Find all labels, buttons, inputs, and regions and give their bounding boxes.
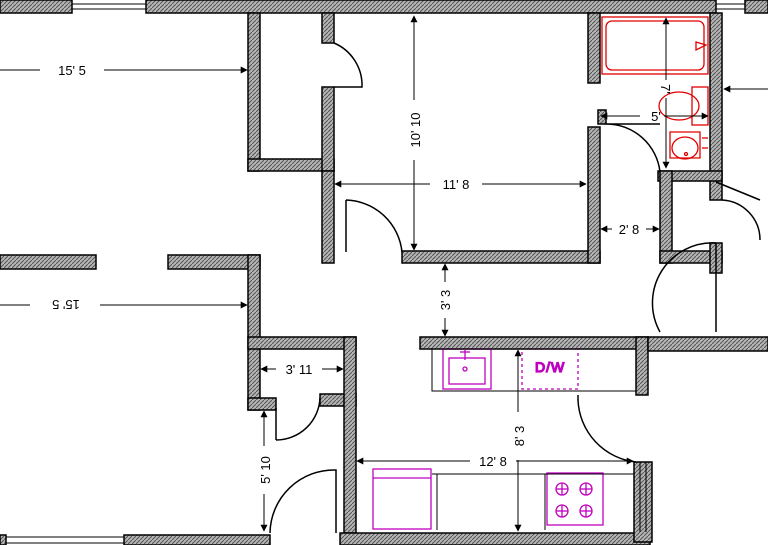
wall-top-right (744, 0, 768, 14)
wall-bottom-right (339, 532, 651, 545)
wall-right-ext (647, 336, 768, 352)
wall-bath-right (709, 12, 723, 201)
wall-mid-left-b (167, 254, 261, 270)
dimension-lines (0, 15, 768, 532)
door-bottom-left (269, 469, 337, 534)
refrigerator-icon (372, 468, 432, 530)
toilet-icon (658, 86, 709, 126)
kitchen-sink-icon (442, 348, 492, 390)
dimension-labels: 15' 5 15' 5 10' 10 11' 8 7' 5' 2' 8 3' 3… (52, 63, 673, 484)
range-icon (546, 472, 604, 526)
wall-hall-closet-left (659, 170, 673, 264)
dim-bedroom-width: 15' 5 (52, 297, 80, 312)
kitchen-fixtures: D/W (372, 348, 604, 530)
wall-top-mid (145, 0, 717, 14)
dim-bath-width: 5' (651, 109, 661, 124)
wall-closet-right-lower (321, 86, 335, 172)
wall-bedroom2-right-upper (587, 12, 601, 84)
wall-closet-right-upper (321, 12, 335, 44)
wall-closet-left (247, 12, 261, 172)
wall-bottom-left-b (123, 534, 271, 545)
door-lower-closet (275, 397, 321, 441)
door-kitchen-right (577, 395, 637, 463)
door-hall-closet (715, 181, 761, 241)
dim-kitchen-length: 12' 8 (479, 454, 507, 469)
bath-fixtures (601, 16, 709, 160)
dim-living-room-width: 15' 5 (58, 63, 86, 78)
wall-kitchen-top (419, 336, 649, 350)
dishwasher-label: D/W (535, 359, 565, 375)
dim-hall-gap: 3' 3 (438, 290, 453, 311)
door-closet-top (333, 42, 363, 88)
wall-hall-stub (597, 109, 607, 125)
dim-kitchen-depth: 8' 3 (512, 426, 527, 447)
dim-bedroom2-height: 10' 10 (408, 112, 423, 147)
wall-bedroom2-bottom (401, 250, 601, 264)
bottom-window (6, 462, 647, 544)
dim-bedroom2-width: 11' 8 (443, 177, 470, 192)
door-bedroom2 (345, 199, 403, 253)
dim-closet-width: 3' 11 (286, 362, 313, 377)
wall-lower-closet-stub-left (247, 397, 277, 411)
bathtub-icon (601, 16, 709, 75)
wall-top-left (0, 0, 73, 14)
counters (431, 348, 637, 530)
dim-closet-depth: 5' 10 (258, 456, 273, 484)
wall-mid-left-a (0, 254, 97, 270)
doors (269, 42, 761, 534)
wall-kitchen-left (343, 336, 357, 534)
wall-closet-bottom (247, 158, 335, 172)
wall-lower-closet-left (247, 254, 261, 411)
wall-bottom-left-a (0, 534, 7, 545)
wall-bottom-kitchen-end (633, 461, 653, 543)
door-right-hall (651, 242, 717, 333)
wall-bedroom2-left (321, 170, 335, 264)
bath-sink-icon (669, 131, 708, 160)
dim-hall-width: 2' 8 (619, 222, 640, 237)
wall-kitchen-right (635, 336, 649, 396)
dishwasher-icon: D/W (521, 348, 579, 390)
door-bathroom (605, 123, 661, 173)
wall-bath-bottom (657, 170, 723, 182)
dim-bath-length: 7' (658, 84, 673, 94)
wall-bedroom2-right-lower (587, 126, 601, 264)
wall-lower-closet-top (247, 336, 357, 350)
